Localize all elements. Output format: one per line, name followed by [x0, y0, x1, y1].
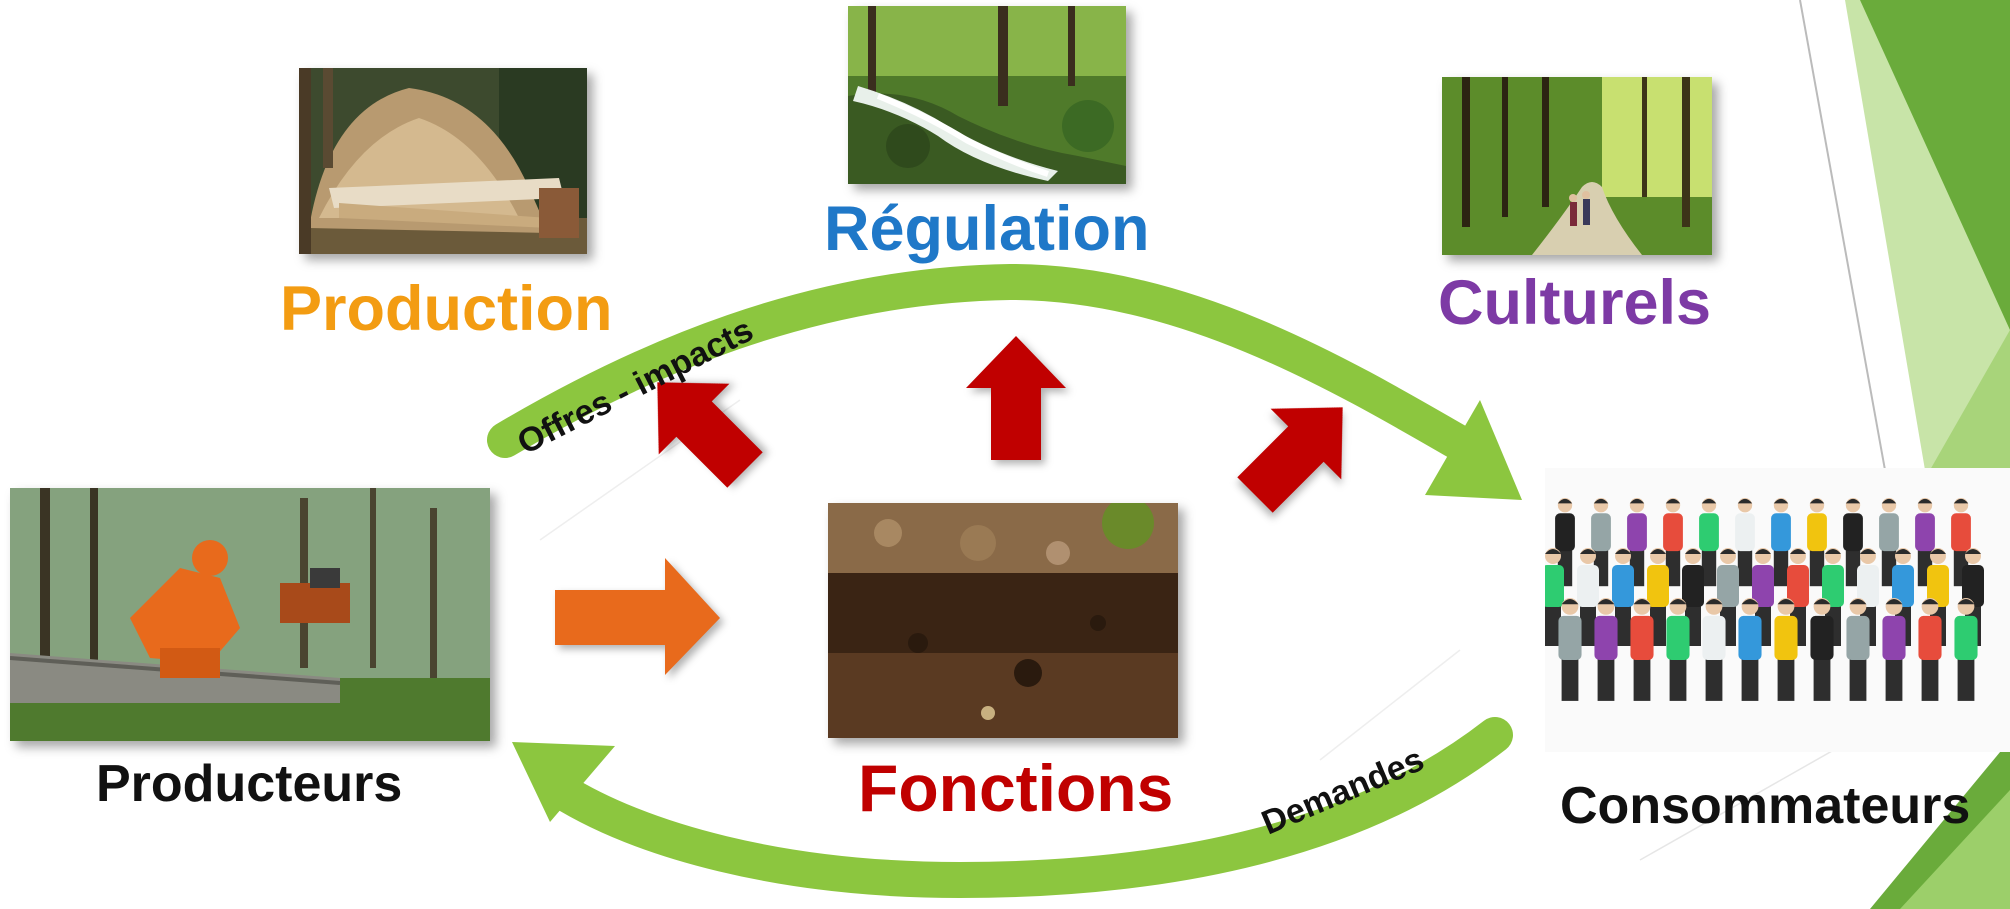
crowd-person [1857, 548, 1879, 646]
consommateurs-label: Consommateurs [1560, 777, 1971, 835]
divider-line [1319, 649, 1461, 761]
crowd-person [1882, 598, 1906, 701]
fonctions-label: Fonctions [858, 751, 1174, 825]
crowd-person [1918, 598, 1942, 701]
corner-triangle-mid [1930, 330, 2010, 470]
crowd-person [1682, 548, 1704, 646]
crowd-person [1702, 598, 1726, 701]
crowd-person [1954, 598, 1978, 701]
culturels-image [1442, 77, 1712, 255]
consommateurs-image [1545, 468, 2010, 752]
crowd-person [1663, 498, 1683, 587]
forest-path-walkers-photo [1442, 77, 1712, 255]
forest-soil-photo [828, 503, 1178, 738]
crowd-person [1787, 548, 1809, 646]
red-arrow-up-right [1237, 407, 1343, 513]
crowd-person [1810, 598, 1834, 701]
crowd-person [1807, 498, 1827, 587]
demandes-arrowhead [512, 742, 615, 822]
producteurs-label: Producteurs [96, 755, 403, 813]
regulation-image [848, 6, 1126, 184]
production-image [299, 68, 587, 254]
crowd-person [1738, 598, 1762, 701]
orange-arrow [555, 558, 720, 675]
crowd-person [1558, 598, 1582, 701]
fonctions-image [828, 503, 1178, 738]
crowd-person [1666, 598, 1690, 701]
red-arrow-up-left [657, 382, 763, 488]
offres-impacts-arrow [487, 263, 1498, 473]
crowd-person [1612, 548, 1634, 646]
red-arrow-up [966, 336, 1066, 460]
producteurs-image [10, 488, 490, 741]
wood-pile-photo [299, 68, 587, 254]
corner-triangle-bottom-light [1900, 790, 2010, 909]
crowd-person [1846, 598, 1870, 701]
corner-triangle-dark [1860, 0, 2010, 330]
crowd-person [1647, 548, 1669, 646]
offres-impacts-arrowhead [1425, 400, 1522, 500]
regulation-label: Régulation [824, 194, 1150, 264]
crowd-person [1630, 598, 1654, 701]
crowd-person [1843, 498, 1863, 587]
crowd-person [1545, 548, 1564, 646]
divider-line [1799, 0, 1886, 471]
lumberjack-felling-tree-photo [10, 488, 490, 741]
crowd-person [1717, 548, 1739, 646]
crowd-person [1735, 498, 1755, 587]
crowd-person [1627, 498, 1647, 587]
production-label: Production [280, 274, 613, 344]
crowd-person [1771, 498, 1791, 587]
crowd-person [1577, 548, 1599, 646]
demandes-arrow [542, 717, 1513, 899]
crowd-person [1594, 598, 1618, 701]
crowd-person [1774, 598, 1798, 701]
crowd-person [1699, 498, 1719, 587]
crowd-of-people-illustration [1545, 468, 2010, 752]
forest-stream-photo [848, 6, 1126, 184]
culturels-label: Culturels [1438, 268, 1712, 338]
